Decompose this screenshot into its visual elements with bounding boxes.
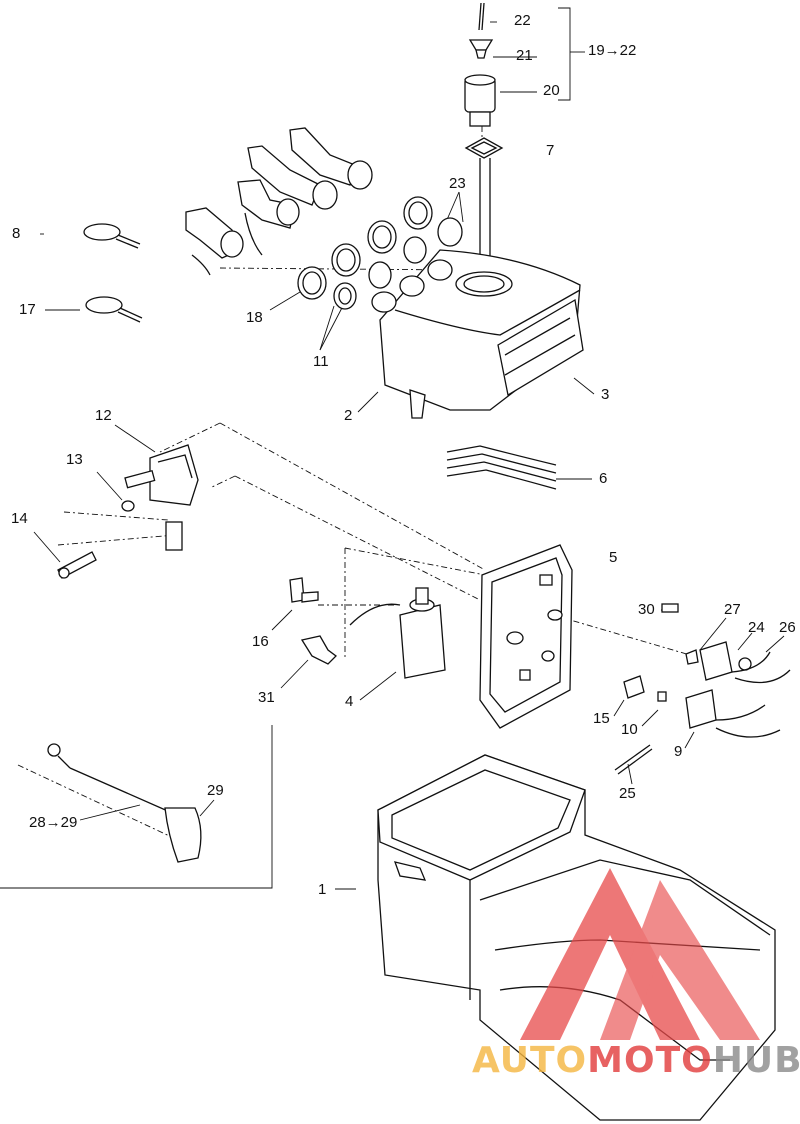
callout-10: 10: [621, 721, 638, 738]
leader-lines: [0, 7, 785, 890]
washer-pump: [289, 577, 446, 679]
callout-29: 29: [207, 782, 224, 799]
callout-21: 21: [516, 47, 533, 64]
callout-5: 5: [609, 549, 618, 566]
callout-6: 6: [599, 470, 608, 487]
callout-13: 13: [66, 451, 83, 468]
callout-27: 27: [724, 601, 741, 618]
callout-25: 25: [619, 785, 636, 802]
gasket-strips: [446, 445, 557, 490]
callout-28-29: 28→29: [29, 814, 78, 831]
watermark-part-hub: HUB: [712, 1040, 800, 1081]
callout-31: 31: [258, 689, 275, 706]
watermark-part-moto: MOTO: [587, 1040, 713, 1081]
electrical-parts: [614, 603, 791, 775]
watermark-logo: [520, 868, 760, 1040]
callout-12: 12: [95, 407, 112, 424]
callout-8: 8: [12, 225, 21, 242]
callout-20: 20: [543, 82, 560, 99]
watermark-part-auto: AUTO: [472, 1040, 588, 1081]
callout-19-22: 19→22: [588, 42, 637, 59]
callout-9: 9: [674, 743, 683, 760]
assembly-centerlines: [17, 112, 691, 841]
watermark-text: AUTOMOTOHUB: [472, 1040, 800, 1081]
callout-17: 17: [19, 301, 36, 318]
knurled-caps: [297, 196, 463, 310]
callout-26: 26: [779, 619, 796, 636]
reservoir-cover: [371, 249, 584, 419]
callout-30: 30: [638, 601, 655, 618]
callout-24: 24: [748, 619, 765, 636]
switch-bracket: [57, 444, 199, 579]
vent-plug-assembly: [464, 2, 504, 292]
callout-23: 23: [449, 175, 466, 192]
cable-28-29: [47, 743, 202, 863]
callout-4: 4: [345, 693, 354, 710]
callout-3: 3: [601, 386, 610, 403]
hose-connectors: [185, 127, 373, 276]
callout-22: 22: [514, 12, 531, 29]
mounting-plate: [479, 544, 573, 729]
callout-1: 1: [318, 881, 327, 898]
callout-7: 7: [546, 142, 555, 159]
cable-ties: [83, 223, 143, 323]
callout-11: 11: [313, 353, 329, 370]
callout-16: 16: [252, 633, 269, 650]
callout-14: 14: [11, 510, 28, 527]
callout-2: 2: [344, 407, 353, 424]
callout-15: 15: [593, 710, 610, 727]
callout-18: 18: [246, 309, 263, 326]
